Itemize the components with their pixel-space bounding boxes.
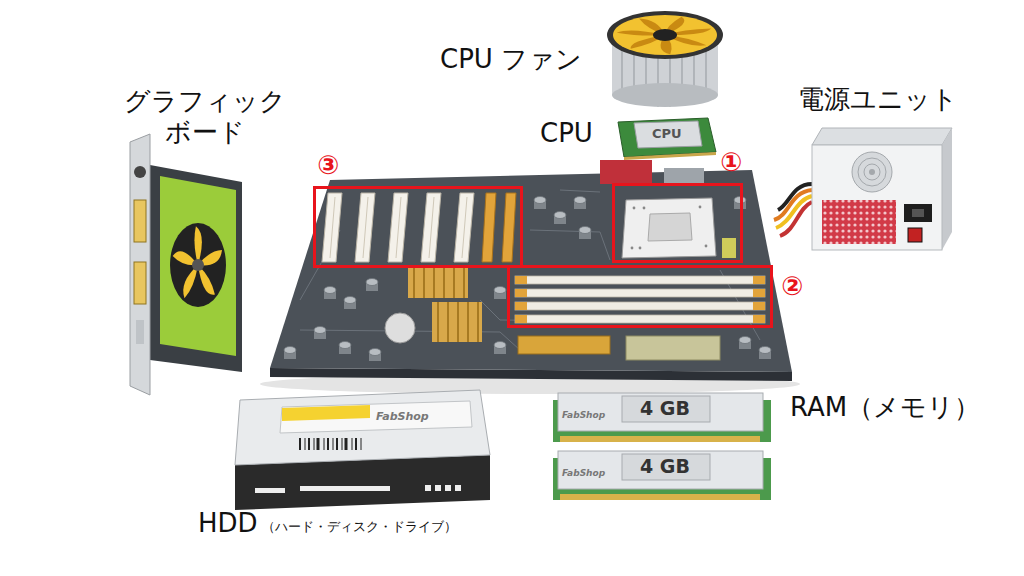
part-label: 電源ユニット: [798, 84, 958, 115]
highlight-box: ①: [612, 183, 743, 263]
highlight-box: ②: [507, 265, 773, 328]
part-label: HDD: [198, 508, 258, 539]
cpu-fan: [607, 11, 723, 107]
cpu-chip: [618, 118, 716, 160]
callout-number: ①: [720, 147, 742, 178]
brand-text: FabShop: [562, 468, 605, 479]
part-subtitle: （ハード・ディスク・ドライブ）: [262, 519, 457, 535]
brand-text: FabShop: [562, 410, 605, 421]
memory-modules: [553, 393, 771, 500]
capacity-text: 4 GB: [640, 397, 690, 420]
expansion-slots: [322, 193, 516, 262]
power-supply: [774, 128, 952, 250]
brand-text: FabShop: [376, 410, 429, 423]
graphics-card: [130, 134, 242, 395]
hard-disk: [235, 390, 490, 510]
highlight-box: ③: [313, 186, 523, 268]
part-label: グラフィック ボード: [112, 86, 298, 148]
callout-number: ②: [781, 271, 803, 302]
callout-number: ③: [317, 150, 339, 181]
board-components: [284, 197, 771, 362]
part-label: CPU: [540, 118, 593, 149]
cpu-socket: [600, 160, 736, 258]
memory-slots: [515, 276, 765, 323]
part-label: CPU ファン: [440, 44, 582, 75]
motherboard: [260, 170, 800, 394]
chip-marking: CPU: [652, 126, 682, 142]
part-label: RAM（メモリ）: [790, 392, 980, 423]
capacity-text: 4 GB: [640, 455, 690, 478]
